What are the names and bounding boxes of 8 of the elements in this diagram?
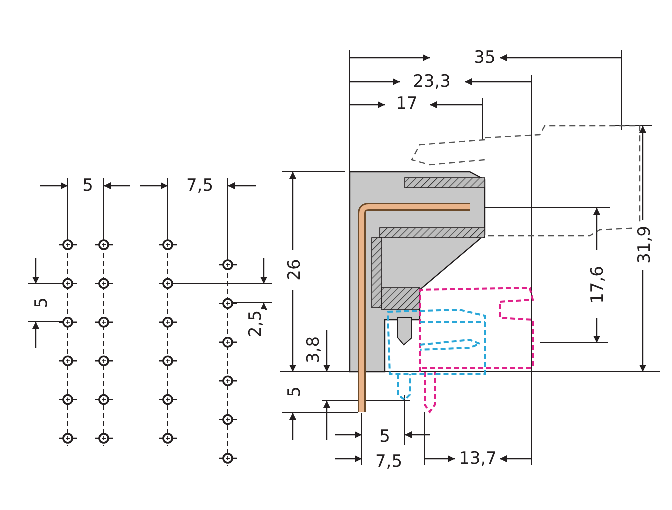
dimension-value: 7,5 xyxy=(185,177,215,195)
dimension-value: 23,3 xyxy=(412,73,452,91)
dimension-value: 2,5 xyxy=(247,309,265,339)
dimension-value: 17,6 xyxy=(589,265,607,305)
dimension-value: 3,8 xyxy=(305,335,323,365)
dimension-value: 31,9 xyxy=(636,225,654,265)
dimension-value: 7,5 xyxy=(374,453,404,471)
dimension-value: 13,7 xyxy=(458,450,498,468)
